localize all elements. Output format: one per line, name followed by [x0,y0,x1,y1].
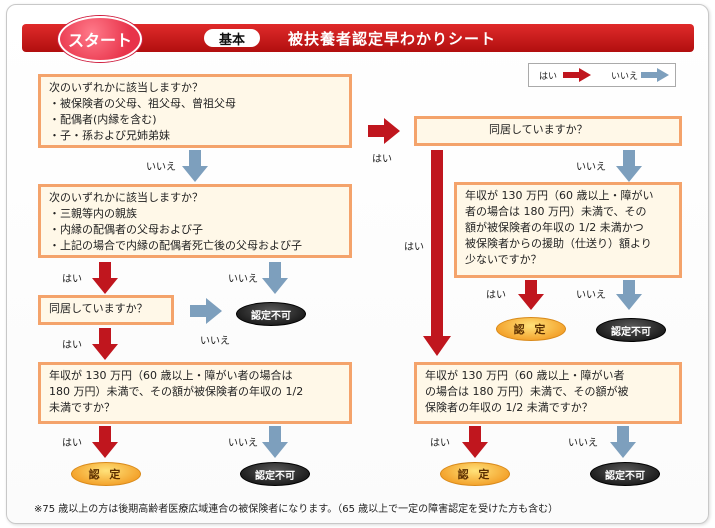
right-q3-line: の場合は 180 万円）未満で、その額が被 [425,385,629,398]
right-question-3: 年収が 130 万円（60 歳以上・障がい者 の場合は 180 万円）未満で、そ… [414,362,682,424]
left-q2-no-label: いいえ [228,274,258,285]
right-question-1: 同居していますか？ [414,116,682,146]
down-arrow-yes-icon [518,280,544,310]
right-q2-line: 者の場合は 180 万円）未満で、その [465,205,647,218]
left-q2-line: ・内縁の配偶者の父母および子 [49,223,203,236]
left-q2-yes-label: はい [62,274,82,285]
result-not-approved-badge: 認定不可 [236,302,306,326]
legend-no-label: いいえ [611,72,639,82]
left-question-1: 次のいずれかに該当しますか？ ・被保険者の父母、祖父母、曾祖父母 ・配偶者(内縁… [38,74,352,148]
right-q3-line: 保険者の年収の 1/2 未満ですか？ [425,401,593,414]
left-q2-line: 次のいずれかに該当しますか？ [49,191,203,204]
left-q1-line: ・子・孫および兄姉弟妹 [49,129,170,142]
left-q2-line: ・上記の場合で内縁の配偶者死亡後の父母および子 [49,239,302,252]
right-arrow-no-icon [190,298,222,324]
left-q2-line: ・三親等内の親族 [49,207,137,220]
right-q2-line: 年収が 130 万円（60 歳以上・障がい [465,189,654,202]
legend-yes-label: はい [539,72,558,82]
footnote: ※75 歳以上の方は後期高齢者医療広域連合の被保険者になります。（65 歳以上で… [34,504,559,515]
right-question-2: 年収が 130 万円（60 歳以上・障がい 者の場合は 180 万円）未満で、そ… [454,182,682,278]
left-q1-no-label: いいえ [146,162,176,173]
right-q3-line: 年収が 130 万円（60 歳以上・障がい者 [425,369,625,382]
left-question-3: 同居していますか？ [38,295,174,325]
right-arrow-yes-icon [368,118,400,144]
down-arrow-no-icon [262,262,288,294]
down-arrow-no-icon [182,150,208,182]
left-q3-yes-label: はい [62,340,82,351]
long-down-arrow-yes-icon [423,150,451,356]
down-arrow-yes-icon [92,262,118,294]
left-q1-line: ・被保険者の父母、祖父母、曾祖父母 [49,97,236,110]
legend: はい いいえ [528,63,676,87]
result-not-approved-badge: 認定不可 [590,462,660,486]
down-arrow-no-icon [262,426,288,458]
left-q4-yes-label: はい [62,438,82,449]
result-not-approved-badge: 認定不可 [596,318,666,342]
legend-no-arrow-icon [641,68,669,82]
left-q1-line: ・配偶者(内縁を含む) [49,113,157,126]
kihon-label: 基本 [204,29,260,48]
down-arrow-no-icon [610,426,636,458]
left-q3-no-label: いいえ [200,336,230,347]
right-q2-yes-label: はい [486,290,506,301]
right-q3-no-label: いいえ [568,438,598,449]
page-title: 被扶養者認定早わかりシート [288,30,497,48]
legend-yes-arrow-icon [563,68,591,82]
down-arrow-no-icon [616,280,642,310]
left-q3-text: 同居していますか？ [49,302,148,315]
right-q1-yes-label: はい [404,242,424,253]
result-approved-badge: 認 定 [496,317,566,341]
right-q1-text: 同居していますか？ [489,123,588,136]
right-q2-line: 被保険者からの援助（仕送り）額より [465,237,652,250]
right-q2-line: 少ないですか？ [465,253,542,266]
result-approved-badge: 認 定 [71,462,141,486]
down-arrow-no-icon [616,150,642,182]
down-arrow-yes-icon [92,328,118,360]
left-q4-no-label: いいえ [228,438,258,449]
right-q2-no-label: いいえ [576,290,606,301]
result-approved-badge: 認 定 [440,462,510,486]
right-q2-line: 額が被保険者の年収の 1/2 未満かつ [465,221,644,234]
left-question-4: 年収が 130 万円（60 歳以上・障がい者の場合は 180 万円）未満で、その… [38,362,352,424]
right-q1-no-label: いいえ [576,162,606,173]
result-not-approved-badge: 認定不可 [240,462,310,486]
start-badge: スタート [58,16,142,62]
left-q1-line: 次のいずれかに該当しますか？ [49,81,203,94]
right-q3-yes-label: はい [430,438,450,449]
left-q4-line: 180 万円）未満で、その額が被保険者の年収の 1/2 [49,385,304,398]
down-arrow-yes-icon [462,426,488,458]
left-q1-yes-label: はい [372,154,392,165]
down-arrow-yes-icon [92,426,118,458]
left-q4-line: 年収が 130 万円（60 歳以上・障がい者の場合は [49,369,293,382]
left-q4-line: 未満ですか？ [49,401,115,414]
left-question-2: 次のいずれかに該当しますか？ ・三親等内の親族 ・内縁の配偶者の父母および子 ・… [38,184,352,258]
